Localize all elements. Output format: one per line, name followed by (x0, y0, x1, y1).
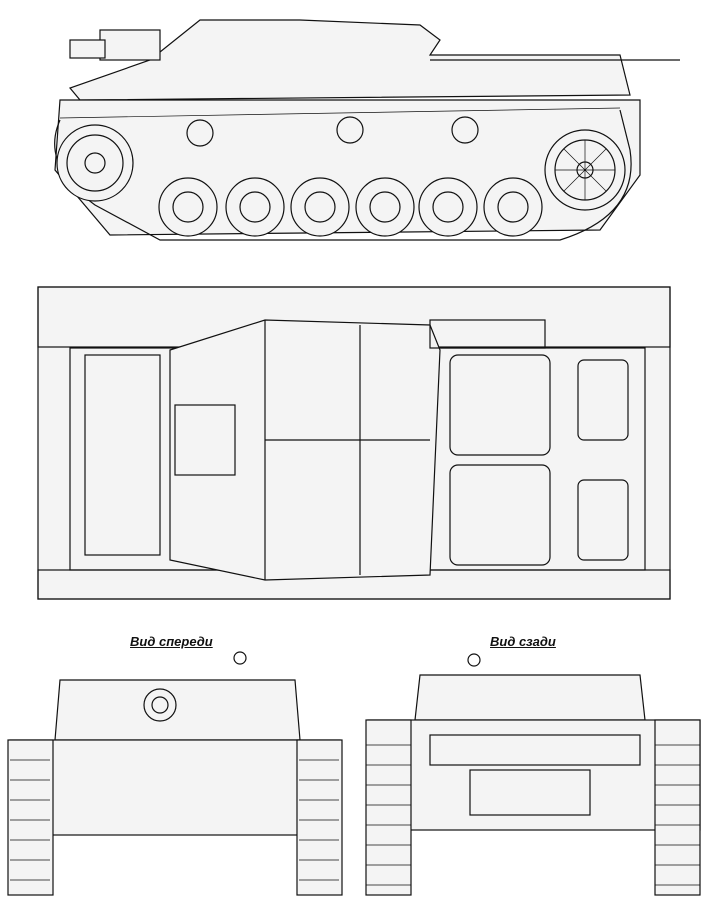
front-superstructure (54, 679, 301, 741)
rear-left-track (365, 719, 412, 896)
top-front-plate (84, 354, 161, 556)
front-left-track (7, 739, 54, 896)
side-drive-sprocket (56, 124, 134, 202)
side-gun-mantlet (99, 29, 161, 61)
side-view (54, 19, 680, 241)
side-return-rollers (186, 116, 479, 147)
side-idler-wheel (544, 129, 626, 211)
side-track (54, 109, 632, 241)
rear-right-track (654, 719, 701, 896)
front-view-label: Вид спереди (130, 634, 213, 649)
top-superstructure (169, 319, 441, 581)
side-road-wheels (158, 177, 543, 237)
rear-superstructure (414, 674, 646, 721)
side-superstructure (68, 19, 631, 101)
front-right-track (296, 739, 343, 896)
top-engine-hatch-left (449, 354, 551, 456)
top-engine-hatch-right (449, 464, 551, 566)
top-view (37, 286, 671, 600)
rear-view-label: Вид сзади (490, 634, 556, 649)
front-gun-port (143, 688, 177, 722)
rear-hull (367, 719, 701, 831)
side-gun-barrel (69, 39, 106, 59)
rear-view (365, 653, 701, 896)
front-view (7, 651, 343, 896)
side-track-upper (59, 107, 621, 119)
top-grille (429, 319, 546, 349)
front-hull (9, 739, 341, 836)
top-gun-mount (174, 404, 236, 476)
